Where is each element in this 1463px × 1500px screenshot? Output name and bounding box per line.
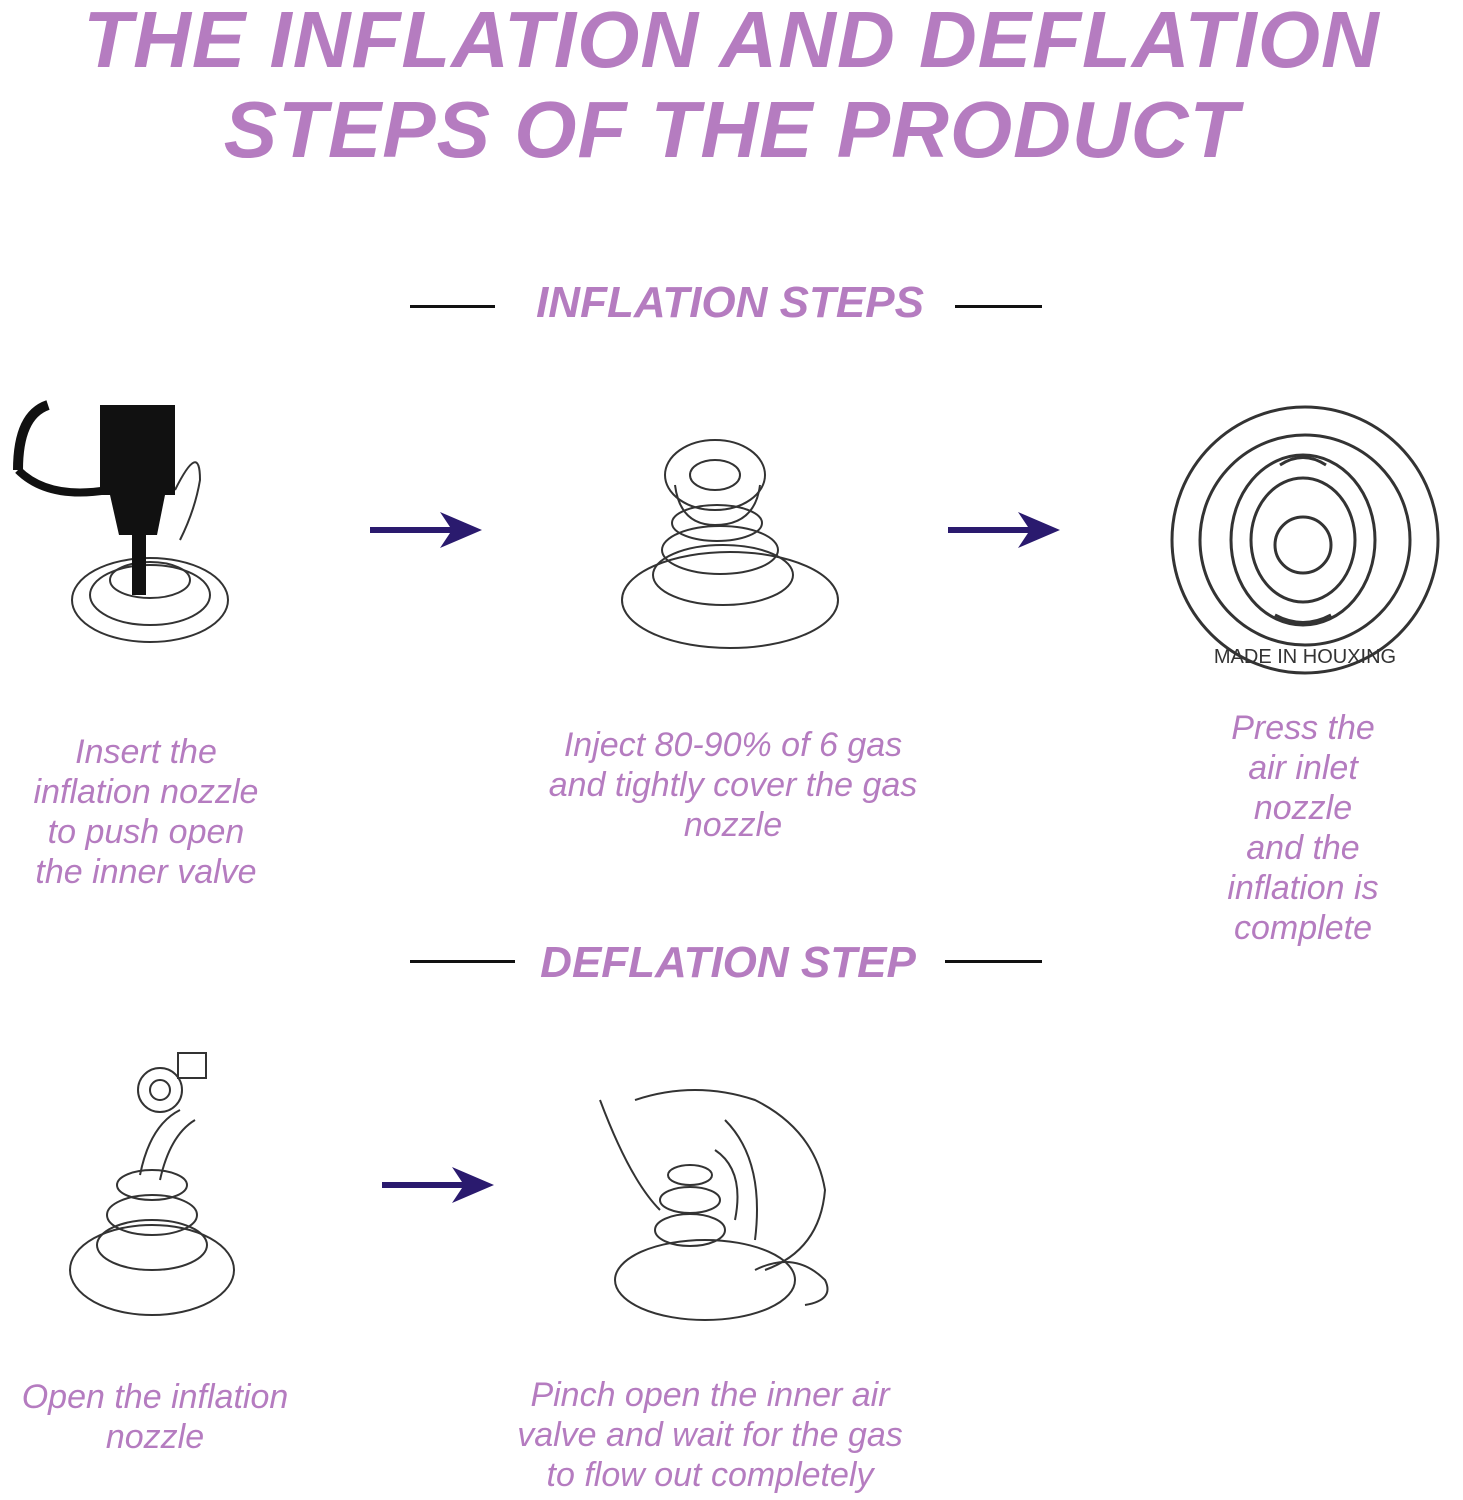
- inflation-heading: INFLATION STEPS: [536, 278, 924, 327]
- title-line-1: THE INFLATION AND DEFLATION: [83, 0, 1380, 84]
- arrow-right-icon: [382, 1167, 494, 1203]
- valve-top-view-illustration: MADE IN HOUXING: [1170, 405, 1440, 675]
- valve-print-text: MADE IN HOUXING: [1214, 646, 1396, 668]
- valve-open-nozzle-illustration: [69, 1052, 235, 1316]
- divider-line: [410, 305, 495, 308]
- inflation-step-3-caption: Press the air inlet nozzle and the infla…: [1227, 709, 1379, 947]
- inflation-step-2-caption: Inject 80-90% of 6 gas and tightly cover…: [548, 726, 918, 844]
- divider-line: [955, 305, 1042, 308]
- deflation-step-2-caption: Pinch open the inner air valve and wait …: [517, 1376, 903, 1494]
- valve-closed-illustration: [621, 439, 839, 649]
- arrow-right-icon: [370, 512, 482, 548]
- title-line-2: STEPS OF THE PRODUCT: [223, 85, 1240, 174]
- divider-line: [945, 960, 1042, 963]
- inflation-step-1-caption: Insert the inflation nozzle to push open…: [33, 733, 259, 891]
- deflation-heading: DEFLATION STEP: [540, 938, 916, 987]
- divider-line: [410, 960, 515, 963]
- pinch-valve-illustration: [599, 1089, 829, 1321]
- pump-nozzle-insert-illustration: [13, 400, 229, 643]
- arrow-right-icon: [948, 512, 1060, 548]
- deflation-step-1-caption: Open the inflation nozzle: [21, 1378, 289, 1456]
